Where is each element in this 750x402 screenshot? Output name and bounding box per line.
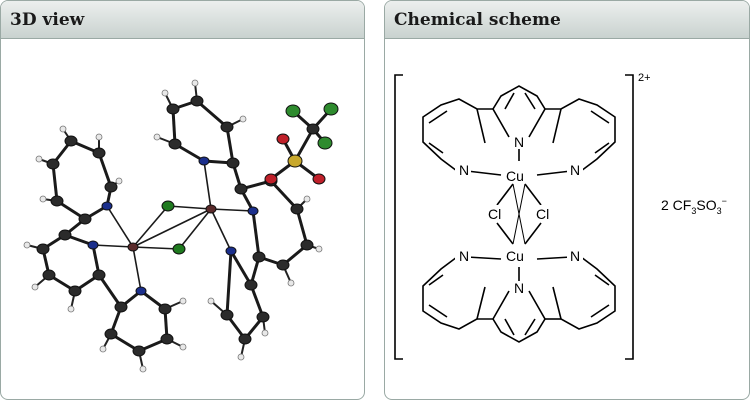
- panel-title: Chemical scheme: [394, 9, 561, 30]
- atom-label-cu: Cu: [506, 168, 524, 184]
- panel-title: 3D view: [10, 9, 85, 30]
- atom-label-n: N: [514, 280, 524, 296]
- chemical-scheme-drawing: N N N Cu Cl Cl Cu N N N 2+: [385, 39, 749, 399]
- scheme-svg: N N N Cu Cl Cl Cu N N N 2+: [394, 72, 727, 360]
- atom-label-cu: Cu: [506, 248, 524, 264]
- atom-label-n: N: [459, 162, 469, 178]
- atom-label-n: N: [514, 134, 524, 150]
- left-bracket: [394, 74, 403, 360]
- panel-3d-view: 3D view: [0, 0, 365, 400]
- atom-label-n: N: [570, 248, 580, 264]
- panel-header: Chemical scheme: [385, 1, 749, 39]
- scheme-bonds: [394, 74, 634, 360]
- counterion-label: 2 CF3SO3−: [661, 196, 727, 216]
- panel-header: 3D view: [1, 1, 364, 39]
- atom-label-n: N: [459, 248, 469, 264]
- molecule-3d-image: [1, 39, 364, 399]
- atom-label-n: N: [570, 162, 580, 178]
- charge-label: 2+: [638, 72, 651, 84]
- scheme-atom-labels: N N N Cu Cl Cl Cu N N N: [455, 134, 583, 296]
- molecule-3d-svg: [23, 79, 339, 373]
- atom-label-cl: Cl: [536, 206, 549, 222]
- atom-label-cl: Cl: [488, 206, 501, 222]
- panel-chemical-scheme: Chemical scheme: [384, 0, 750, 400]
- right-bracket: [625, 74, 634, 360]
